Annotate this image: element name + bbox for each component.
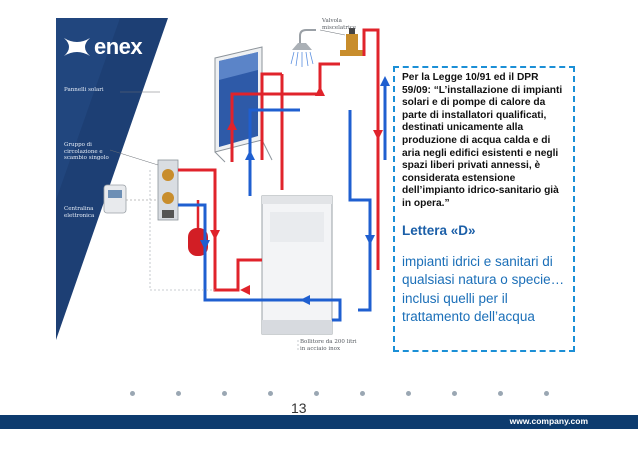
callout-heading: Lettera «D» <box>402 222 476 238</box>
legal-callout: Per la Legge 10/91 ed il DPR 59/09: “L’i… <box>393 66 575 352</box>
logo-mark-icon <box>64 38 90 56</box>
separator-dot <box>360 391 365 396</box>
dot-separator <box>110 391 590 397</box>
separator-dot <box>314 391 319 396</box>
label-solar-panels: Pannelli solari <box>64 87 104 93</box>
label-mixing-valve: Valvola miscelatrice <box>322 18 357 31</box>
page-number: 13 <box>291 400 307 416</box>
separator-dot <box>406 391 411 396</box>
separator-dot <box>452 391 457 396</box>
separator-dot <box>268 391 273 396</box>
leader-lines <box>109 29 346 166</box>
separator-dot <box>222 391 227 396</box>
company-logo: enex <box>62 34 143 60</box>
shower <box>290 29 316 67</box>
mixing-valve <box>340 28 364 56</box>
connection-lines <box>149 170 299 350</box>
separator-dot <box>498 391 503 396</box>
controller <box>103 184 158 214</box>
boiler-tank <box>261 195 333 335</box>
label-controller: Centralina elettronica <box>64 206 95 219</box>
logo-text: enex <box>94 34 143 59</box>
flow-arrows <box>200 76 390 305</box>
footer-url[interactable]: www.company.com <box>509 416 588 426</box>
label-circulation-group: Gruppo di circolazione e scambio singolo <box>64 142 109 161</box>
separator-dot <box>544 391 549 396</box>
callout-description: impianti idrici e sanitari di qualsiasi … <box>402 253 565 325</box>
separator-dot <box>176 391 181 396</box>
label-boiler: Bollitore da 200 litri in acciaio inox <box>300 339 357 352</box>
separator-dot <box>130 391 135 396</box>
law-text: Per la Legge 10/91 ed il DPR 59/09: “L’i… <box>402 72 563 209</box>
cold-pipes <box>178 108 372 322</box>
pump-group <box>157 159 179 221</box>
footer-bar: www.company.com <box>0 415 638 429</box>
